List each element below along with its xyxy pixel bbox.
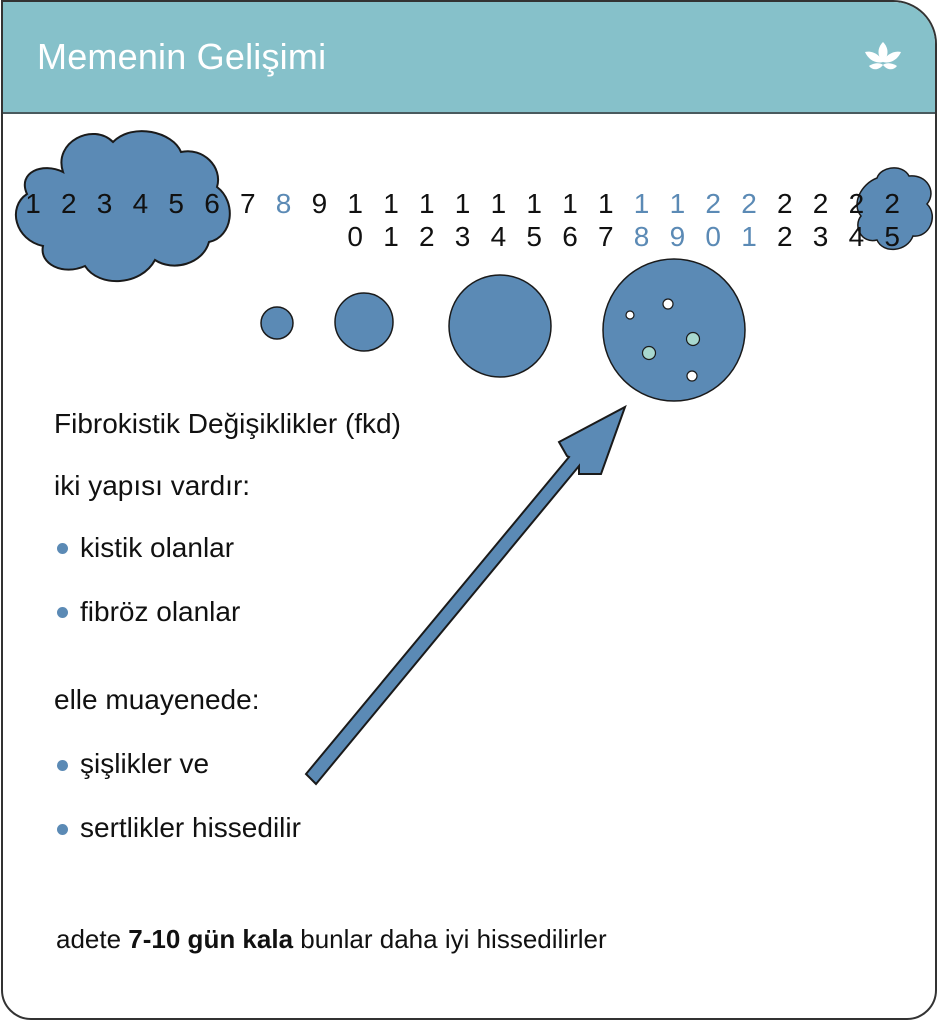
day-number-top: 4 xyxy=(133,188,149,219)
day-number-top: 2 xyxy=(741,188,757,219)
cyst-spot xyxy=(662,298,674,310)
day-number-top: 1 xyxy=(598,188,614,219)
lotus-icon xyxy=(865,42,901,70)
day-number-top: 1 xyxy=(562,188,578,219)
breast-circle-small xyxy=(260,306,294,340)
day-number-top: 2 xyxy=(884,188,900,219)
day-number-bottom: 3 xyxy=(813,221,829,252)
day-number-top: 2 xyxy=(849,188,865,219)
cyst-spot xyxy=(686,370,698,382)
bullet-dot xyxy=(57,760,68,771)
day-number-top: 9 xyxy=(312,188,328,219)
day-number-top: 2 xyxy=(705,188,721,219)
type-item-fibrous: fibröz olanlar xyxy=(80,596,241,627)
day-number-top: 1 xyxy=(491,188,507,219)
exam-heading: elle muayenede: xyxy=(54,684,260,715)
day-number-top: 1 xyxy=(670,188,686,219)
exam-item-swelling: şişlikler ve xyxy=(80,748,210,779)
day-number-top: 2 xyxy=(813,188,829,219)
day-number-top: 1 xyxy=(419,188,435,219)
day-number-bottom: 4 xyxy=(849,221,865,252)
page-title: Memenin Gelişimi xyxy=(37,36,327,77)
breast-circle-largest xyxy=(602,258,746,402)
footnote-bold: 7-10 gün kala xyxy=(128,924,294,954)
fibrous-spot xyxy=(641,345,657,361)
day-number-top: 1 xyxy=(347,188,363,219)
day-number-bottom: 0 xyxy=(347,221,363,252)
fibrous-spot xyxy=(685,331,701,347)
day-number-top: 1 xyxy=(383,188,399,219)
day-number-bottom: 0 xyxy=(705,221,721,252)
breast-circle-large xyxy=(448,274,552,378)
period-cloud-large xyxy=(14,130,231,282)
day-number-top: 1 xyxy=(634,188,650,219)
day-number-bottom: 2 xyxy=(777,221,793,252)
bullet-dot xyxy=(57,824,68,835)
day-number-top: 1 xyxy=(25,188,41,219)
fkd-subheading: iki yapısı vardır: xyxy=(54,470,251,501)
day-number-top: 2 xyxy=(777,188,793,219)
day-number-bottom: 1 xyxy=(383,221,399,252)
day-number-bottom: 5 xyxy=(884,221,900,252)
bullet-dot xyxy=(57,607,68,618)
day-number-bottom: 2 xyxy=(419,221,435,252)
period-cloud-small xyxy=(856,167,933,250)
day-number-bottom: 6 xyxy=(562,221,578,252)
day-number-bottom: 7 xyxy=(598,221,614,252)
day-number-top: 1 xyxy=(526,188,542,219)
day-number-bottom: 5 xyxy=(526,221,542,252)
type-item-cystic: kistik olanlar xyxy=(80,532,235,563)
day-number-bottom: 8 xyxy=(634,221,650,252)
day-number-top: 1 xyxy=(455,188,471,219)
footnote-post: bunlar daha iyi hissedilirler xyxy=(293,924,607,954)
day-number-top: 5 xyxy=(168,188,184,219)
bullet-dot xyxy=(57,543,68,554)
exam-item-hardness: sertlikler hissedilir xyxy=(80,812,301,843)
day-number-top: 2 xyxy=(61,188,77,219)
day-number-bottom: 1 xyxy=(741,221,757,252)
breast-circle-medium xyxy=(334,292,394,352)
day-number-top: 3 xyxy=(97,188,113,219)
day-number-bottom: 9 xyxy=(670,221,686,252)
day-number-top: 7 xyxy=(240,188,256,219)
day-number-top: 6 xyxy=(204,188,220,219)
fkd-heading: Fibrokistik Değişiklikler (fkd) xyxy=(54,408,401,439)
footnote-pre: adete xyxy=(56,924,129,954)
day-number-bottom: 4 xyxy=(491,221,507,252)
day-number-bottom: 3 xyxy=(455,221,471,252)
footnote: adete 7-10 gün kala bunlar daha iyi hiss… xyxy=(56,924,607,955)
cyst-spot xyxy=(625,310,635,320)
header-bar: Memenin Gelişimi xyxy=(3,2,935,114)
pointer-arrow xyxy=(304,404,627,786)
day-number-top: 8 xyxy=(276,188,292,219)
